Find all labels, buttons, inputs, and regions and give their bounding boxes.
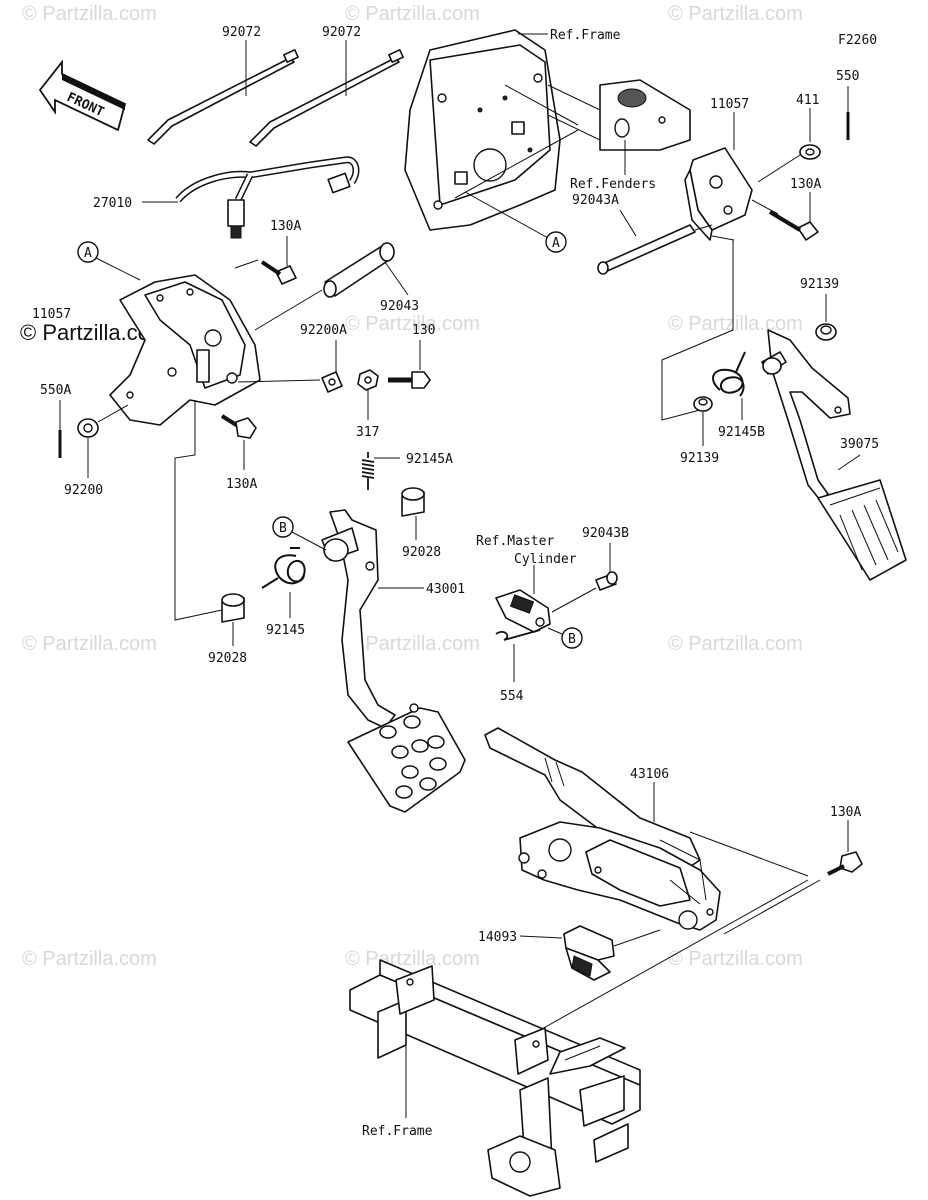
label-130a-left: 130A [226,477,257,492]
watermark-text: © Partzilla.com [22,3,157,25]
label-92139-a: 92139 [800,277,839,292]
label-11057-right: 11057 [710,97,749,112]
spring-92145b [712,351,746,397]
pedal-bracket-11057-left [109,274,261,426]
watermark-text: © Partzilla.com [668,633,803,655]
watermark-text: © Partzilla.com [22,633,157,655]
bracket-11057-right [684,147,753,241]
label-92028-b: 92028 [208,651,247,666]
label-92072-a: 92072 [222,25,261,40]
label-92200: 92200 [64,483,103,498]
spring-92145 [261,547,306,589]
label-92028-a: 92028 [402,545,441,560]
watermark-text: © Partzilla.com [345,633,480,655]
pin-92043a [597,224,696,275]
label-43106: 43106 [630,767,669,782]
callout-b-right [561,627,583,649]
diagram-code: F2260 [838,33,877,48]
ref-master: Ref.Master [476,534,554,549]
ref-frame-top: Ref.Frame [550,28,621,43]
ref-cylinder: Cylinder [514,552,577,567]
bushing-92028-lower [221,593,245,623]
label-14093: 14093 [478,930,517,945]
accelerator-pedal-39075 [761,329,907,581]
bolt-130a-right [768,210,819,241]
callout-b-right-text: B [568,632,576,647]
bushing-92139-top [815,323,837,341]
master-cylinder-clevis [495,589,551,633]
label-550a: 550A [40,383,71,398]
label-92043b: 92043B [582,526,629,541]
ref-fenders: Ref.Fenders [570,177,656,192]
label-130a-right: 130A [790,177,821,192]
label-92043a: 92043A [572,193,619,208]
callout-a-left [77,241,99,263]
label-554: 554 [500,689,524,704]
bolt-130a-left [220,414,257,439]
pin-92043b [595,571,618,591]
label-92043: 92043 [380,299,419,314]
watermark-text: © Partzilla.com [345,948,480,970]
callout-a-top [545,231,567,253]
label-130a-top: 130A [270,219,301,234]
label-550: 550 [836,69,859,84]
callout-a-top-text: A [552,236,560,251]
brake-hose-27010 [175,156,360,239]
bushing-92028-upper [401,487,425,517]
brake-pedal-43001 [321,509,466,813]
label-92145: 92145 [266,623,305,638]
pivot-shaft-92043 [323,242,395,298]
label-411: 411 [796,93,819,108]
watermark-text: © Partzilla.com [668,948,803,970]
callout-b-left [272,516,294,538]
label-130: 130 [412,323,435,338]
label-92145a: 92145A [406,452,453,467]
fender-bracket [599,79,691,151]
bolt-130 [388,371,431,389]
watermark-text: © Partzilla.com [668,313,803,335]
watermark-text: © Partzilla.com [345,313,480,335]
cable-tie-right [249,49,404,147]
label-39075: 39075 [840,437,879,452]
watermarks: © Partzilla.com © Partzilla.com © Partzi… [20,3,803,970]
callout-a-left-text: A [84,246,92,261]
label-130a-bottom: 130A [830,805,861,820]
bushing-92139-lower [693,396,713,412]
bolt-130a-bottom [827,851,863,876]
cable-clamp-14093 [563,925,615,981]
label-92072-b: 92072 [322,25,361,40]
parking-brake-lever-43106 [484,727,721,931]
watermark-text: © Partzilla.com [345,3,480,25]
ref-frame-bottom: Ref.Frame [362,1124,433,1139]
frame-plate-top [404,29,561,231]
label-92200a: 92200A [300,323,347,338]
label-43001: 43001 [426,582,465,597]
label-27010: 27010 [93,196,132,211]
watermark-text: © Partzilla.com [22,948,157,970]
spring-92145a [361,452,375,490]
frame-bottom [349,959,641,1197]
cotter-pin-554 [495,629,541,641]
bolt-130a-top [260,260,297,285]
watermark-text: © Partzilla.com [668,3,803,25]
label-92139-b: 92139 [680,451,719,466]
label-11057-left: 11057 [32,307,71,322]
cable-tie-left [147,49,299,145]
label-92145b: 92145B [718,425,765,440]
clip-nut-92200a [321,371,343,393]
label-317: 317 [356,425,379,440]
callout-b-left-text: B [279,521,287,536]
front-arrow-icon: FRONT [38,59,127,132]
